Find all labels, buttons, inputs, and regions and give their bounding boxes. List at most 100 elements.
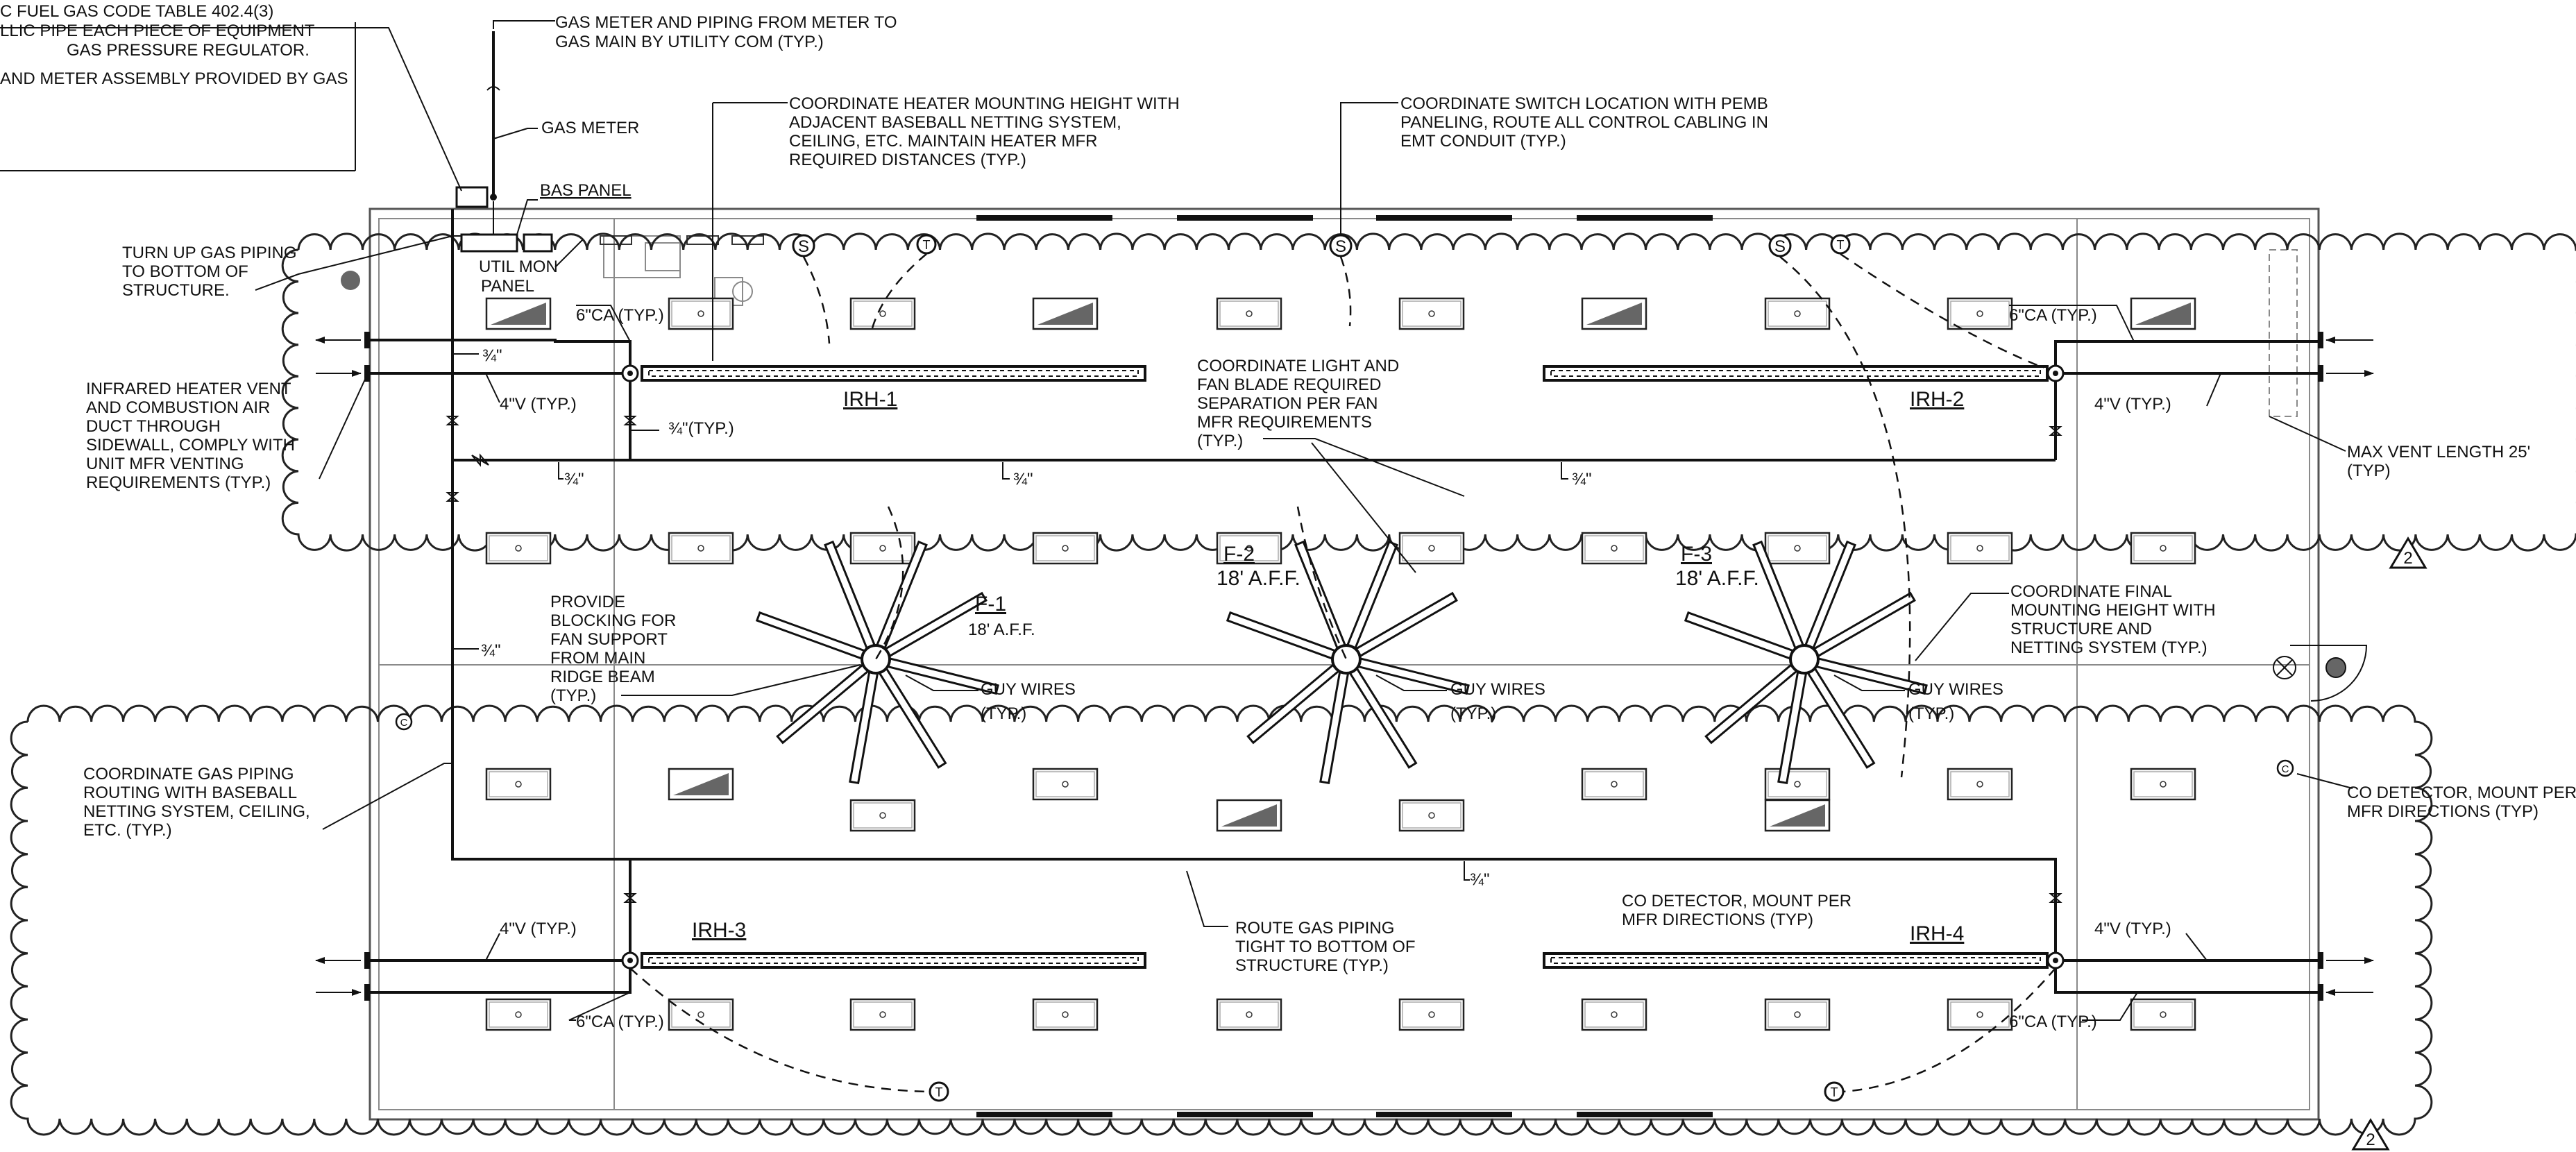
guy-wires-note-1: GUY WIRES (TYP.): [905, 675, 1076, 723]
svg-text:(TYP): (TYP): [2347, 461, 2391, 480]
note-util-mon-panel: UTIL MON PANEL: [479, 257, 558, 296]
vent-ducts: [315, 332, 2374, 1001]
light-fixture: [849, 799, 916, 832]
svg-text:T: T: [1831, 1085, 1838, 1099]
light-fixture: [1398, 799, 1465, 832]
light-fixture: [1398, 297, 1465, 330]
gas-meter-symbol: [455, 31, 500, 208]
svg-text:C: C: [2282, 763, 2289, 775]
light-fixture: [1216, 532, 1282, 565]
light-fixture: [668, 297, 734, 330]
light-fixture: [2130, 768, 2196, 801]
svg-text:6"CA (TYP.): 6"CA (TYP.): [2009, 1013, 2097, 1031]
svg-text:COORDINATE FINAL: COORDINATE FINAL: [2010, 582, 2172, 601]
light-fixture: [1764, 998, 1831, 1031]
svg-text:STRUCTURE.: STRUCTURE.: [122, 281, 230, 300]
light-fixture: [849, 998, 916, 1031]
svg-text:ROUTE GAS PIPING: ROUTE GAS PIPING: [1235, 919, 1394, 938]
note-route-gas: ROUTE GAS PIPING TIGHT TO BOTTOM OF STRU…: [1235, 919, 1416, 975]
svg-text:¾": ¾": [1470, 870, 1490, 889]
light-fixture: [1032, 297, 1099, 330]
light-fixture: [1032, 532, 1099, 565]
svg-text:MAX VENT LENGTH 25': MAX VENT LENGTH 25': [2347, 443, 2530, 461]
light-fixture: [1581, 297, 1647, 330]
light-fixture: [485, 532, 552, 565]
thermostat-symbol: T: [929, 1081, 949, 1102]
note-co-detector-right: CO DETECTOR, MOUNT PER MFR DIRECTIONS (T…: [2347, 783, 2576, 821]
light-fixture: [668, 768, 734, 801]
svg-text:ADJACENT BASEBALL NETTING SYST: ADJACENT BASEBALL NETTING SYSTEM,: [789, 113, 1121, 132]
svg-text:(TYP.): (TYP.): [1197, 432, 1243, 450]
fan-mounting-height: 18' A.F.F.: [1217, 567, 1300, 590]
svg-text:(TYP.): (TYP.): [981, 704, 1026, 723]
svg-text:COORDINATE LIGHT AND: COORDINATE LIGHT AND: [1197, 357, 1399, 375]
svg-text:STRUCTURE (TYP.): STRUCTURE (TYP.): [1235, 956, 1389, 975]
light-fixture: [1947, 768, 2013, 801]
svg-text:MFR REQUIREMENTS: MFR REQUIREMENTS: [1197, 413, 1372, 432]
svg-text:S: S: [1774, 237, 1786, 256]
svg-text:¾"(TYP.): ¾"(TYP.): [668, 419, 734, 438]
fan-blade: [1704, 663, 1798, 745]
svg-text:(TYP.): (TYP.): [1450, 704, 1496, 723]
fan-blade: [1246, 663, 1340, 745]
note-co-detector-mid: CO DETECTOR, MOUNT PER MFR DIRECTIONS (T…: [1622, 892, 1852, 929]
heater-tag: IRH-3: [692, 919, 746, 942]
fan-hub: [1789, 644, 1820, 675]
svg-text:MFR DIRECTIONS (TYP): MFR DIRECTIONS (TYP): [2347, 802, 2539, 821]
fan-blade: [1226, 611, 1337, 660]
svg-text:BLOCKING FOR: BLOCKING FOR: [550, 611, 676, 630]
light-fixture: [2130, 532, 2196, 565]
svg-text:GAS MAIN BY UTILITY COM (TYP.): GAS MAIN BY UTILITY COM (TYP.): [555, 33, 824, 51]
note-turn-up-gas: TURN UP GAS PIPING TO BOTTOM OF STRUCTUR…: [122, 244, 297, 300]
light-fixture: [1581, 532, 1647, 565]
svg-text:NETTING SYSTEM, CEILING,: NETTING SYSTEM, CEILING,: [83, 802, 310, 821]
light-fixture: [668, 998, 734, 1031]
svg-text:COORDINATE HEATER MOUNTING HEI: COORDINATE HEATER MOUNTING HEIGHT WITH: [789, 94, 1180, 113]
svg-text:MFR DIRECTIONS (TYP): MFR DIRECTIONS (TYP): [1622, 910, 1813, 929]
svg-text:¾": ¾": [1013, 470, 1033, 489]
svg-text:4"V (TYP.): 4"V (TYP.): [2094, 920, 2171, 938]
light-fixture: [1216, 799, 1282, 832]
svg-text:PANELING, ROUTE ALL CONTROL CA: PANELING, ROUTE ALL CONTROL CABLING IN: [1400, 113, 1768, 132]
svg-text:COORDINATE SWITCH LOCATION WIT: COORDINATE SWITCH LOCATION WITH PEMB: [1400, 94, 1768, 113]
svg-text:S: S: [798, 237, 809, 256]
control-devices: S S S T T T T C C: [395, 234, 2294, 1102]
light-fixture: [1764, 799, 1831, 832]
svg-text:MOUNTING HEIGHT WITH: MOUNTING HEIGHT WITH: [2010, 601, 2216, 620]
svg-text:C FUEL GAS CODE TABLE 402.4(3): C FUEL GAS CODE TABLE 402.4(3): [0, 2, 273, 21]
fan-mounting-height: 18' A.F.F.: [1675, 567, 1759, 590]
light-fixture: [1216, 297, 1282, 330]
ceiling-fan-f-1: [755, 540, 999, 785]
svg-text:AND METER ASSEMBLY PROVIDED BY: AND METER ASSEMBLY PROVIDED BY GAS: [0, 69, 348, 88]
svg-text:T: T: [923, 238, 931, 252]
note-heater-vent: INFRARED HEATER VENT AND COMBUSTION AIR …: [86, 380, 295, 492]
fan-blade: [849, 670, 879, 785]
fan-blade: [1319, 670, 1350, 785]
svg-text:TO BOTTOM OF: TO BOTTOM OF: [122, 262, 248, 281]
note-switch-location: COORDINATE SWITCH LOCATION WITH PEMB PAN…: [1400, 94, 1768, 151]
svg-text:CO DETECTOR, MOUNT PER: CO DETECTOR, MOUNT PER: [1622, 892, 1852, 910]
note-heater-mounting: COORDINATE HEATER MOUNTING HEIGHT WITH A…: [789, 94, 1180, 169]
note-final-mounting: COORDINATE FINAL MOUNTING HEIGHT WITH ST…: [2010, 582, 2216, 657]
fan-tag: F-1: [975, 593, 1006, 616]
roof-panel-strips: [976, 215, 1713, 1117]
light-fixture: [1764, 297, 1831, 330]
note-blocking: PROVIDE BLOCKING FOR FAN SUPPORT FROM MA…: [550, 593, 676, 705]
svg-text:GUY WIRES: GUY WIRES: [1908, 680, 2003, 699]
revision-cloud-upper: [281, 232, 2576, 552]
svg-text:COORDINATE GAS PIPING: COORDINATE GAS PIPING: [83, 765, 294, 783]
revision-delta: 2: [2351, 1118, 2390, 1151]
switch-symbol: S: [1329, 234, 1353, 257]
light-fixture: [1947, 998, 2013, 1031]
svg-text:FAN SUPPORT: FAN SUPPORT: [550, 630, 668, 649]
fan-blade: [1684, 611, 1795, 660]
switch-symbol: S: [1768, 234, 1792, 257]
note-light-fan: COORDINATE LIGHT AND FAN BLADE REQUIRED …: [1197, 357, 1399, 450]
svg-text:REQUIRED DISTANCES (TYP.): REQUIRED DISTANCES (TYP.): [789, 151, 1026, 169]
light-fixture: [1581, 768, 1647, 801]
fan-blade: [878, 667, 947, 769]
light-fixture: [485, 297, 552, 330]
pipe-labels: 6"CA (TYP.) 6"CA (TYP.) 6"CA (TYP.) 6"CA…: [452, 305, 2221, 1031]
svg-text:PROVIDE: PROVIDE: [550, 593, 625, 611]
light-fixture: [1398, 998, 1465, 1031]
